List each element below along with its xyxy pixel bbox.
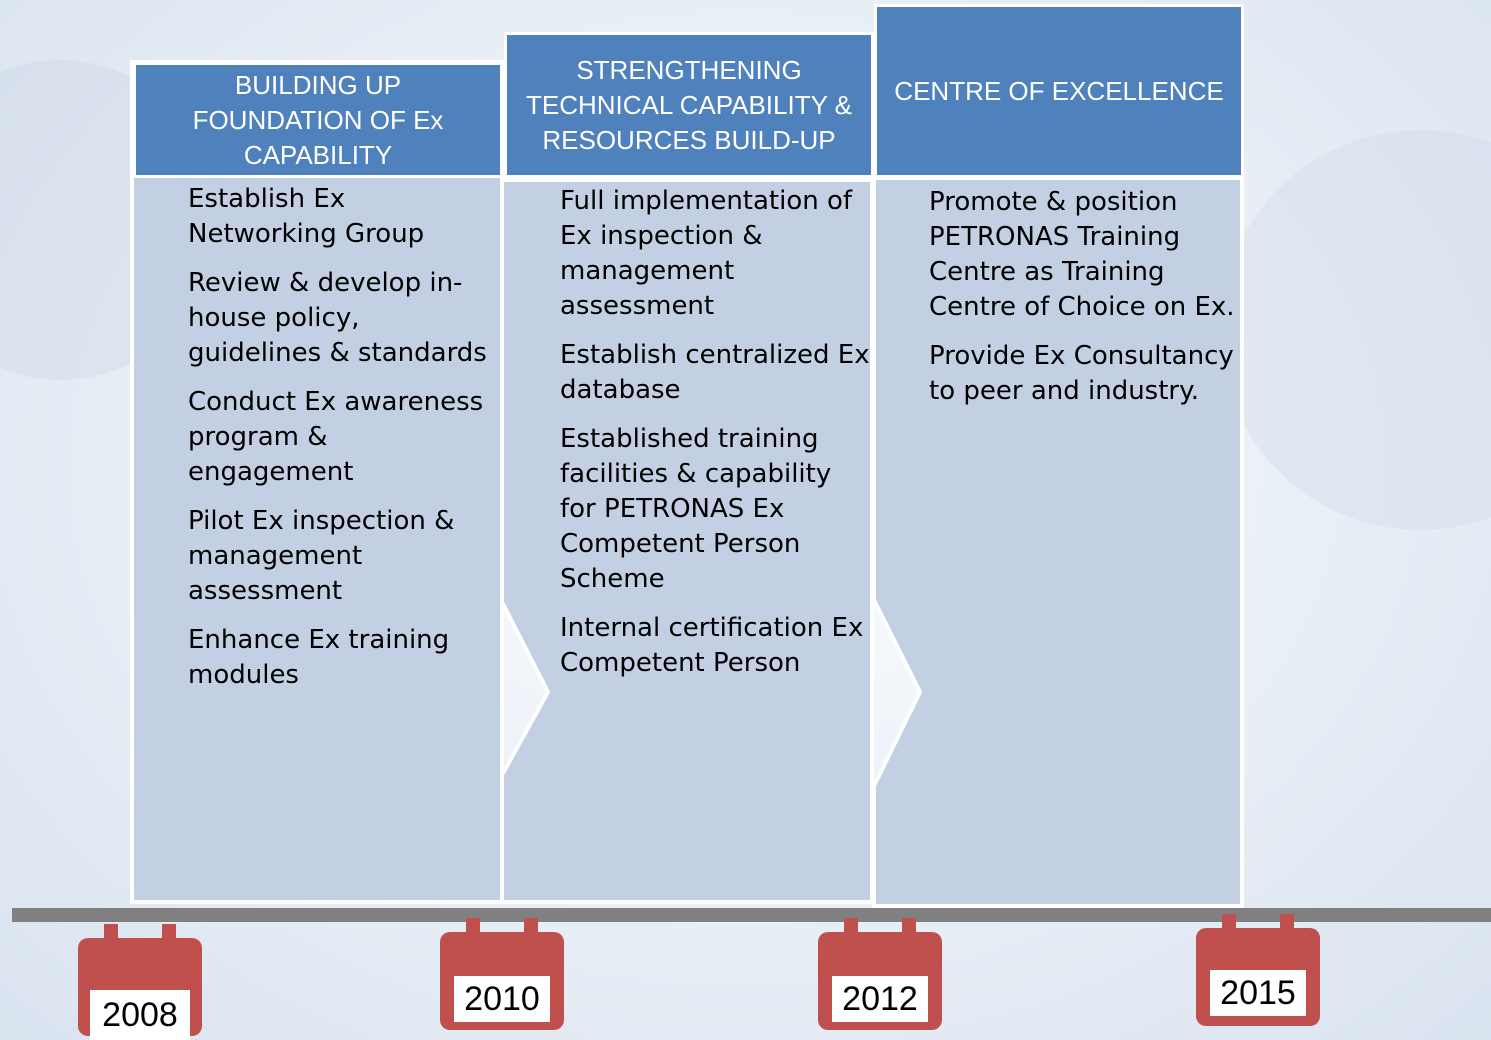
phase-1-item: Conduct Ex awareness program & engagemen…: [188, 387, 484, 487]
calendar-icon: 2008: [78, 924, 202, 1040]
phase-1-list: Establish Ex Networking Group Review & d…: [188, 182, 498, 707]
phase-2-item: Established training facilities & capabi…: [560, 424, 832, 594]
phase-2-item: Full implementation of Ex inspection & m…: [560, 186, 853, 321]
phase-3-item: Promote & position PETRONAS Training Cen…: [929, 187, 1235, 322]
phase-1-panel: [130, 60, 504, 904]
timeline-bar: [12, 908, 1491, 922]
year-label: 2008: [90, 990, 190, 1040]
phase-1-item: Establish Ex Networking Group: [188, 184, 425, 249]
phase-1-item: Enhance Ex training modules: [188, 625, 450, 690]
phase-2-header: STRENGTHENING TECHNICAL CAPABILITY & RES…: [504, 32, 874, 178]
phase-2-item: Internal certification Ex Competent Pers…: [560, 613, 864, 678]
year-label: 2010: [454, 976, 550, 1022]
phase-1-header: BUILDING UP FOUNDATION OF Ex CAPABILITY: [133, 62, 503, 178]
phase-3-list: Promote & position PETRONAS Training Cen…: [929, 185, 1239, 423]
calendar-icon: 2010: [440, 918, 564, 1030]
year-label: 2015: [1210, 970, 1306, 1016]
calendar-icon: 2012: [818, 918, 942, 1030]
phase-1-item: Review & develop in-house policy, guidel…: [188, 268, 487, 368]
phase-3-header: CENTRE OF EXCELLENCE: [874, 4, 1244, 178]
phase-3-item: Provide Ex Consultancy to peer and indus…: [929, 341, 1234, 406]
calendar-icon: 2015: [1196, 914, 1320, 1026]
phase-3-panel: [872, 176, 1244, 908]
year-label: 2012: [832, 976, 928, 1022]
phase-1-item: Pilot Ex inspection & management assessm…: [188, 506, 455, 606]
phase-2-list: Full implementation of Ex inspection & m…: [560, 184, 870, 695]
phase-2-item: Establish centralized Ex database: [560, 340, 870, 405]
